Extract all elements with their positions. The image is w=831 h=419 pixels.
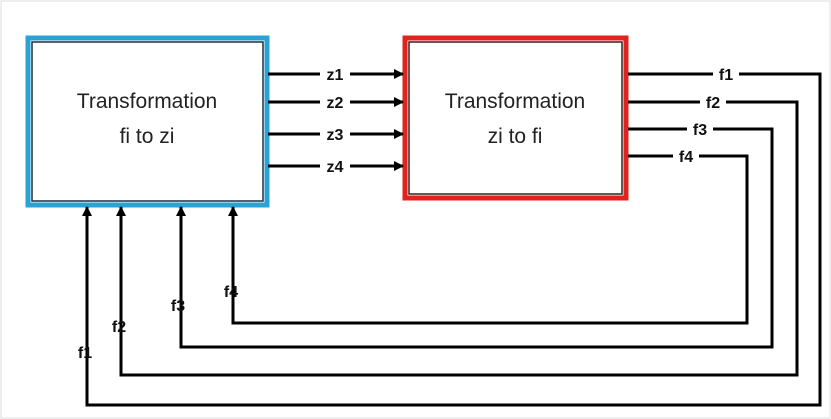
f3-right-label-bg xyxy=(687,120,713,139)
f2-right-label-bg xyxy=(700,93,726,112)
f2-bottom-label: f2 xyxy=(112,319,126,336)
transformation-fi-to-zi-box: Transformation fi to zi xyxy=(25,35,270,208)
left-box-inner-border xyxy=(31,41,264,202)
z1-label: z1 xyxy=(327,67,344,84)
forward-arrows: z1 z2 z3 z4 xyxy=(268,64,404,176)
right-box-subtitle: zi to fi xyxy=(488,125,543,148)
f2-feedback-line xyxy=(116,100,799,377)
f4-bottom-label: f4 xyxy=(224,284,238,301)
left-box-outer-border xyxy=(25,35,270,208)
f4-right-label: f4 xyxy=(679,149,693,166)
f1-right-label-bg xyxy=(713,65,739,84)
f3-right-label: f3 xyxy=(693,122,707,139)
z1-label-bg xyxy=(320,64,350,84)
z3-label-bg xyxy=(320,124,350,144)
right-box-title: Transformation xyxy=(445,90,585,113)
feedback-paths: f1 f2 f3 f4 f1 f2 f3 f4 xyxy=(78,65,822,407)
z3-label: z3 xyxy=(327,127,344,144)
f2-right-label: f2 xyxy=(706,95,720,112)
right-box-outer-border xyxy=(402,35,629,201)
transformation-zi-to-fi-box: Transformation zi to fi xyxy=(402,35,629,201)
f1-bottom-label: f1 xyxy=(78,345,92,362)
left-box-subtitle: fi to zi xyxy=(120,125,175,148)
f4-feedback-line xyxy=(228,154,749,325)
z2-label-bg xyxy=(320,92,350,112)
f3-bottom-label: f3 xyxy=(171,298,185,315)
f1-right-label: f1 xyxy=(719,67,733,84)
f3-feedback-line xyxy=(176,127,774,349)
right-box-inner-border xyxy=(408,41,623,195)
z4-label: z4 xyxy=(327,159,344,176)
left-box-title: Transformation xyxy=(77,90,217,113)
z2-label: z2 xyxy=(327,95,344,112)
z4-label-bg xyxy=(320,156,350,176)
f1-feedback-line xyxy=(82,72,822,407)
f4-right-label-bg xyxy=(673,147,699,166)
